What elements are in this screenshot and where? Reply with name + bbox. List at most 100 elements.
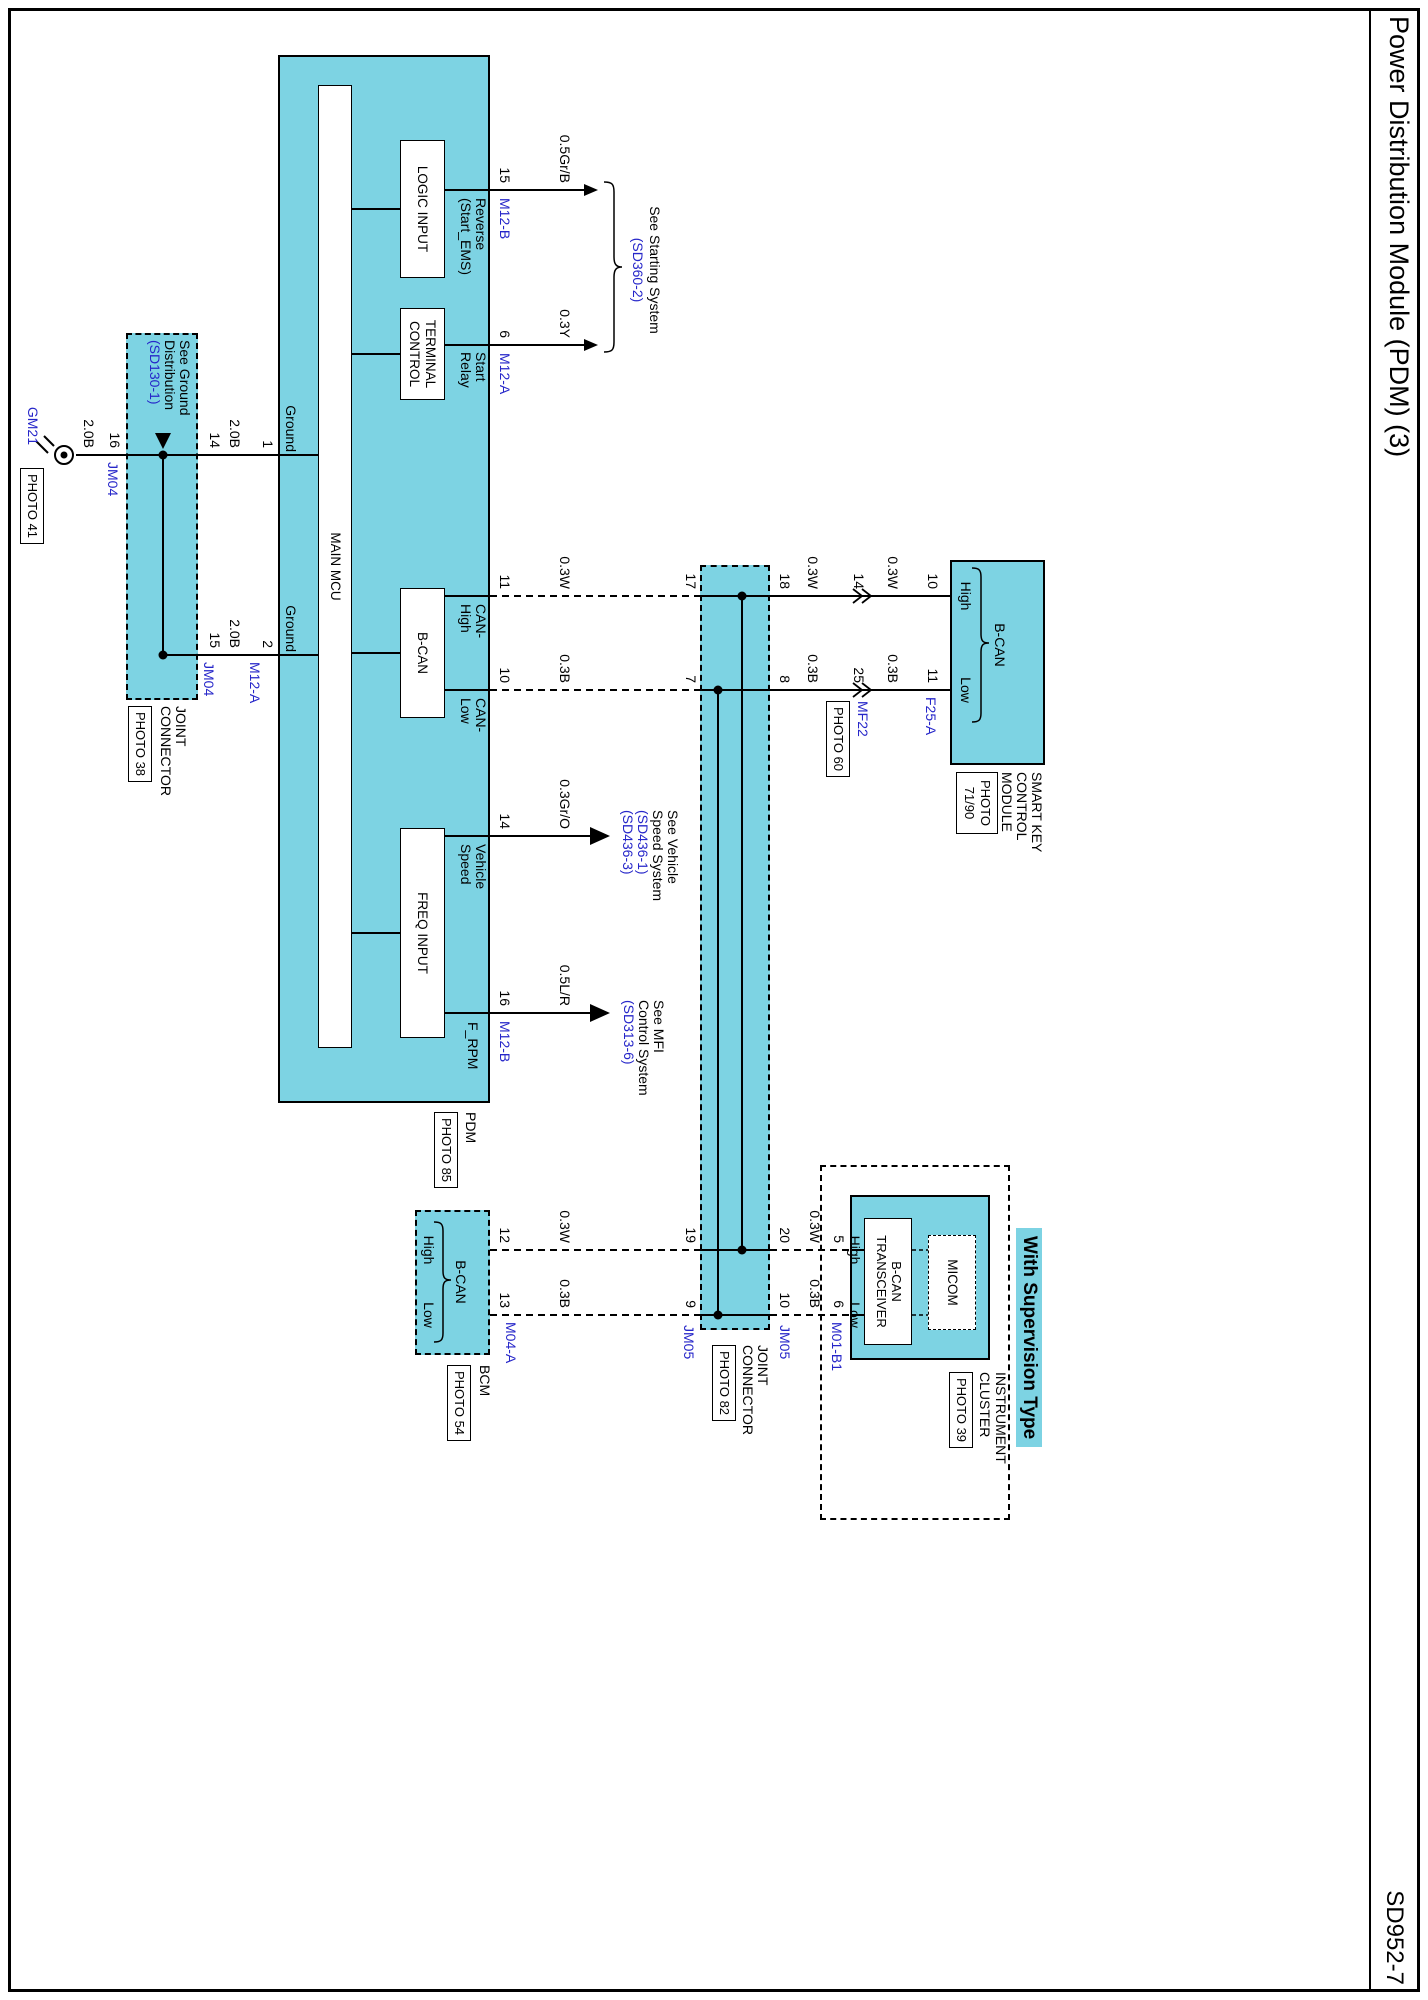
see-ground-distribution-1: See Ground bbox=[177, 340, 193, 416]
bcm-connector: M04-A bbox=[503, 1322, 519, 1364]
pin-6: 6 bbox=[497, 330, 513, 338]
bcm-bus: B-CAN bbox=[453, 1260, 469, 1304]
see-mfi-1: See MFI bbox=[651, 1000, 667, 1053]
see-mfi-ref: (SD313-6) bbox=[621, 1000, 637, 1065]
bcm-pin-12: 12 bbox=[497, 1227, 513, 1243]
signal-reverse-2: (Start_EMS) bbox=[458, 198, 474, 276]
pin-2: 2 bbox=[260, 640, 276, 648]
jm05-pin-19: 19 bbox=[683, 1227, 699, 1243]
connector-m12b-frpm: M12-B bbox=[497, 1021, 513, 1063]
wire-size-label: 0.3W bbox=[807, 1210, 823, 1243]
wire-size-label: 0.3B bbox=[557, 1279, 573, 1308]
signal-vehicle-1: Vehicle bbox=[473, 844, 489, 890]
see-ground-distribution-2: Distribution bbox=[162, 340, 178, 411]
smart-key-name-3: MODULE bbox=[999, 772, 1015, 832]
wire-size-label: 0.5L/R bbox=[557, 964, 573, 1006]
jm05-pin-9: 9 bbox=[683, 1300, 699, 1308]
cluster-pin-6: 6 bbox=[831, 1300, 847, 1308]
jm05-pin-8: 8 bbox=[777, 675, 793, 683]
see-vehicle-speed-ref2: (SD436-3) bbox=[620, 810, 636, 875]
jm04-pin-16: 16 bbox=[107, 432, 123, 448]
pin-1: 1 bbox=[260, 440, 276, 448]
see-starting-system: See Starting System bbox=[647, 206, 663, 334]
signal-can-low-1: CAN- bbox=[473, 698, 489, 733]
wire-size-label: 0.3B bbox=[557, 654, 573, 683]
signal-ground-2: Ground bbox=[283, 605, 299, 652]
signal-start-1: Start bbox=[473, 352, 489, 382]
wire-size-label: 0.3Y bbox=[557, 309, 573, 338]
wire-size-label: 0.3Gr/O bbox=[557, 779, 573, 829]
connector-m12a: M12-A bbox=[497, 353, 513, 395]
pin-16: 16 bbox=[497, 990, 513, 1006]
mf22-pin-low: 25 bbox=[851, 667, 867, 683]
cluster-high: High bbox=[847, 1235, 863, 1265]
f25a-pin-low: 11 bbox=[925, 668, 941, 683]
connector-m12a-ground: M12-A bbox=[247, 662, 263, 704]
supervision-type-tag: With Supervision Type bbox=[1016, 1228, 1042, 1448]
wire-size-label: 2.0B bbox=[227, 619, 243, 648]
wire-size-label: 2.0B bbox=[81, 419, 97, 448]
signal-start-2: Relay bbox=[458, 352, 474, 388]
wire-size-label: 2.0B bbox=[227, 419, 243, 448]
jm04-name-1: JM04 bbox=[105, 462, 121, 497]
gm21-name: GM21 bbox=[25, 406, 41, 445]
see-ground-distribution-ref: (SD130-1) bbox=[147, 340, 163, 405]
jm05-pin-18: 18 bbox=[777, 573, 793, 589]
mf22-pin-high: 14 bbox=[851, 573, 867, 589]
connector-m12b: M12-B bbox=[497, 198, 513, 240]
see-vehicle-speed-1: See Vehicle bbox=[665, 810, 681, 884]
cluster-connector: M01-B1 bbox=[829, 1322, 845, 1372]
smart-key-name-1: SMART KEY bbox=[1029, 772, 1045, 853]
pin-15: 15 bbox=[497, 167, 513, 183]
jm05-pin-7: 7 bbox=[683, 675, 699, 683]
signal-can-high-2: High bbox=[458, 604, 474, 633]
cluster-name-1: INSTRUMENT bbox=[993, 1372, 1009, 1464]
bcm-high: High bbox=[421, 1235, 437, 1265]
jm04-name-2: JM04 bbox=[201, 662, 217, 697]
see-starting-system-ref: (SD360-2) bbox=[630, 237, 646, 303]
jm05-name-top: JM05 bbox=[777, 1325, 793, 1360]
mf22-name: MF22 bbox=[855, 701, 871, 737]
wire-size-label: 0.3W bbox=[805, 556, 821, 589]
cluster-pin-5: 5 bbox=[831, 1235, 847, 1243]
jm05-name-bottom: JM05 bbox=[681, 1325, 697, 1360]
bcm-pin-13: 13 bbox=[497, 1292, 513, 1308]
smart-key-bus: B-CAN bbox=[992, 623, 1008, 667]
smart-key-name-2: CONTROL bbox=[1014, 772, 1030, 841]
cluster-low: Low bbox=[847, 1302, 863, 1328]
pin-11: 11 bbox=[497, 574, 513, 589]
see-vehicle-speed-ref1: (SD436-1) bbox=[635, 810, 651, 875]
wire-size-label: 0.3W bbox=[557, 556, 573, 589]
wire-size-label: 0.5Gr/B bbox=[557, 134, 573, 183]
smart-key-low: Low bbox=[958, 677, 974, 703]
see-vehicle-speed-2: Speed System bbox=[650, 810, 666, 902]
jm04-pin-14: 14 bbox=[207, 432, 223, 448]
jm04-pin-15: 15 bbox=[207, 632, 223, 648]
f25a-name: F25-A bbox=[923, 697, 939, 736]
jm05-joint-label-2: CONNECTOR bbox=[740, 1345, 756, 1435]
bcm-low: Low bbox=[421, 1302, 437, 1328]
bcm-name: BCM bbox=[477, 1365, 493, 1397]
signal-reverse-1: Reverse bbox=[473, 198, 489, 251]
jm05-pin-17: 17 bbox=[683, 573, 699, 589]
wire-size-label: 0.3B bbox=[807, 1279, 823, 1308]
jm05-joint-label-1: JOINT bbox=[755, 1345, 771, 1386]
cluster-name-2: CLUSTER bbox=[977, 1372, 993, 1438]
pin-10: 10 bbox=[497, 667, 513, 683]
pdm-name: PDM bbox=[463, 1112, 479, 1144]
signal-can-low-2: Low bbox=[458, 698, 474, 724]
jm04-joint-label-1: JOINT bbox=[173, 706, 189, 747]
f25a-pin-high: 10 bbox=[925, 573, 941, 589]
wire-size-label: 0.3W bbox=[557, 1210, 573, 1243]
wire-size-label: 0.3W bbox=[885, 556, 901, 589]
see-mfi-2: Control System bbox=[636, 1000, 652, 1096]
wire-size-label: 0.3B bbox=[805, 654, 821, 683]
signal-frpm: F_RPM bbox=[465, 1022, 481, 1070]
signal-vehicle-2: Speed bbox=[458, 844, 474, 885]
smart-key-high: High bbox=[958, 581, 974, 611]
jm05-pin-10: 10 bbox=[777, 1292, 793, 1308]
jm04-joint-label-2: CONNECTOR bbox=[158, 706, 174, 796]
